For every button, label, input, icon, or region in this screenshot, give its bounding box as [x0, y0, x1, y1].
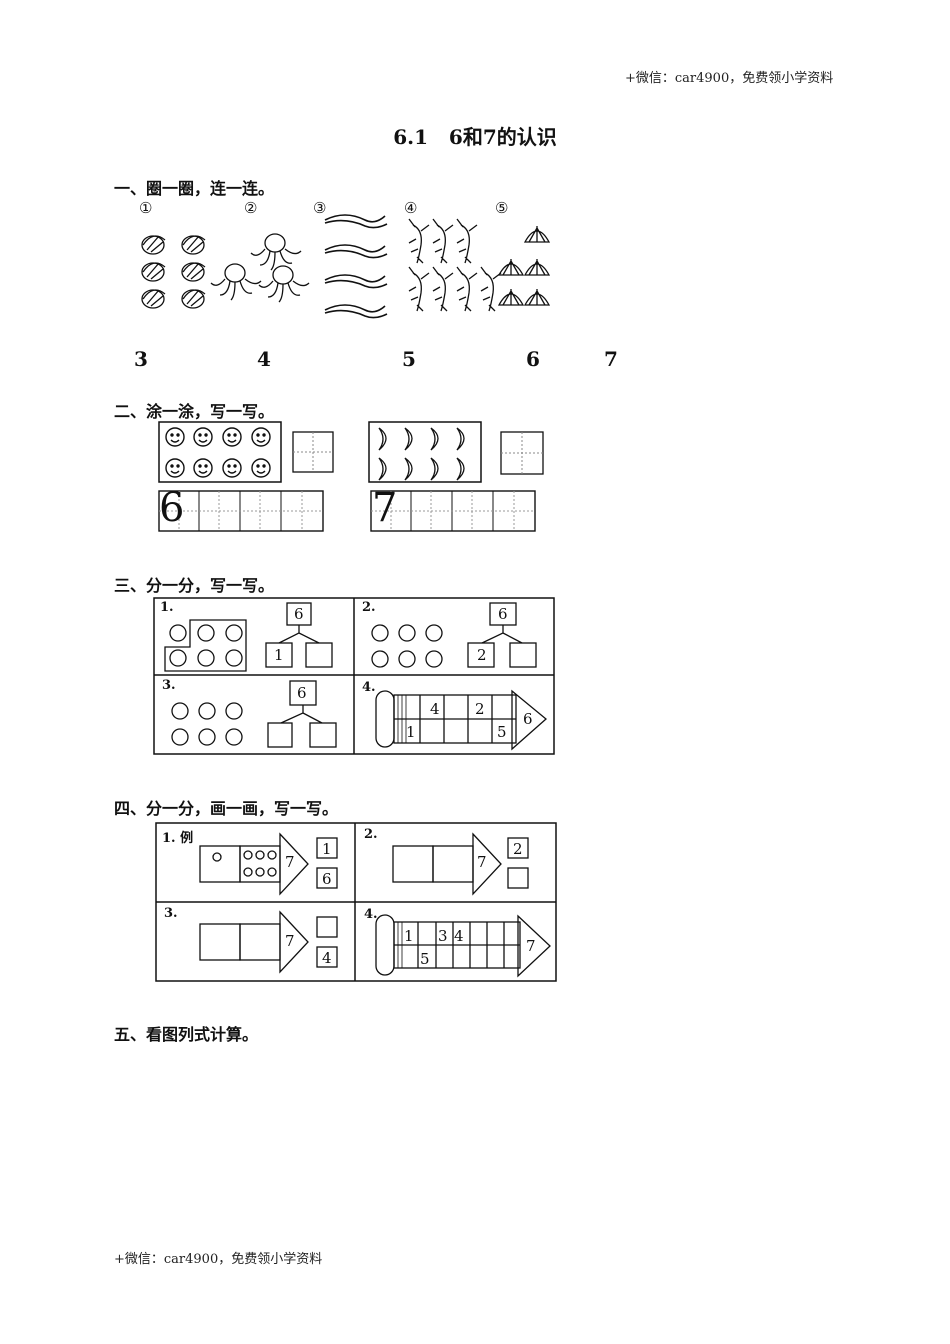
smiley-frame — [158, 421, 282, 483]
cell2-part: 2 — [477, 646, 487, 664]
cell2-circles — [371, 624, 443, 668]
cell1-tree — [265, 602, 333, 668]
cell3-tree — [267, 680, 337, 748]
match-number-6: 6 — [526, 347, 540, 371]
ex-arrow-2 — [392, 832, 529, 896]
s3-tag-3: 3. — [162, 678, 176, 693]
watermark-top: +微信：car4900，免费领小学资料 — [625, 71, 834, 86]
cell1-circles — [164, 619, 247, 672]
box1-bottom: 6 — [322, 870, 332, 888]
cell3-answer-box[interactable] — [316, 916, 338, 938]
s4-tag-1: 1. 例 — [162, 831, 194, 846]
rocket2-top-1: 1 — [404, 927, 414, 945]
clam-group — [497, 226, 551, 306]
s4-tag-3: 3. — [164, 906, 178, 921]
rocket-total-6: 6 — [523, 710, 533, 728]
split-write-table — [153, 597, 555, 755]
cell3-total: 6 — [297, 684, 307, 702]
trace-strip-7[interactable] — [370, 490, 536, 532]
match-number-5: 5 — [402, 347, 416, 371]
shrimp-group — [408, 218, 502, 312]
cell3-answer-right[interactable] — [309, 722, 337, 748]
circled-3: ③ — [313, 199, 327, 217]
rocket-bottom-1: 1 — [406, 723, 416, 741]
s4-tag-2: 2. — [364, 827, 378, 842]
section4-heading: 四、分一分，画一画，写一写。 — [114, 799, 339, 818]
ex-rocket-4 — [375, 914, 551, 978]
ex-arrow-3 — [199, 910, 338, 974]
s3-tag-1: 1. — [160, 600, 174, 615]
ex-arrow-1 — [199, 832, 338, 896]
rocket-top-4: 4 — [430, 700, 440, 718]
cell2-tree — [467, 602, 537, 668]
rocket-top-2: 2 — [475, 700, 485, 718]
match-number-4: 4 — [257, 347, 271, 371]
trace-digit-7: 7 — [372, 485, 398, 531]
rocket2-bottom-5: 5 — [420, 950, 430, 968]
moon-shapes — [378, 427, 465, 481]
trace-strip-6[interactable] — [158, 490, 324, 532]
circled-4: ④ — [404, 199, 418, 217]
animal-pictures — [141, 214, 551, 319]
rocket2-top-4: 4 — [454, 927, 464, 945]
box2-top: 2 — [513, 840, 523, 858]
s3-tag-2: 2. — [362, 600, 376, 615]
cell3-circles — [171, 702, 243, 746]
rocket2-top-3: 3 — [438, 927, 448, 945]
cell1-total: 6 — [294, 605, 304, 623]
split-draw-table — [155, 822, 557, 982]
arrow3-total: 7 — [285, 932, 295, 950]
write-box-2[interactable] — [500, 431, 544, 475]
rocket2-total-7: 7 — [526, 937, 536, 955]
box3-bottom: 4 — [322, 949, 332, 967]
section5-heading: 五、看图列式计算。 — [114, 1025, 259, 1044]
octopus-group — [210, 233, 310, 303]
cell3-answer-left[interactable] — [267, 722, 293, 748]
cell1-part: 1 — [274, 646, 284, 664]
watermark-bottom: +微信：car4900，免费领小学资料 — [114, 1252, 323, 1267]
s3-tag-4: 4. — [362, 680, 376, 695]
page-title: 6.1 6和7的认识 — [393, 125, 557, 149]
match-number-3: 3 — [134, 347, 148, 371]
cell2-total: 6 — [498, 605, 508, 623]
moon-frame — [368, 421, 482, 483]
section3-heading: 三、分一分，写一写。 — [114, 576, 275, 595]
box1-top: 1 — [322, 840, 332, 858]
shell-group — [141, 235, 206, 309]
match-number-7: 7 — [604, 347, 618, 371]
arrow1-total: 7 — [285, 853, 295, 871]
arrow2-total: 7 — [477, 853, 487, 871]
cell4-rocket — [375, 689, 548, 751]
s4-tag-4: 4. — [364, 907, 378, 922]
circled-1: ① — [139, 199, 153, 217]
cell2-answer-box[interactable] — [507, 867, 529, 889]
rocket-bottom-5: 5 — [497, 723, 507, 741]
section2-heading: 二、涂一涂，写一写。 — [114, 402, 275, 421]
eel-group — [324, 214, 388, 319]
write-box-1[interactable] — [292, 431, 334, 473]
color-write-exercise — [158, 421, 544, 532]
smiley-faces — [165, 427, 271, 478]
trace-digit-6: 6 — [159, 485, 185, 531]
circled-2: ② — [244, 199, 258, 217]
circled-5: ⑤ — [495, 199, 509, 217]
section1-heading: 一、圈一圈，连一连。 — [114, 179, 275, 198]
